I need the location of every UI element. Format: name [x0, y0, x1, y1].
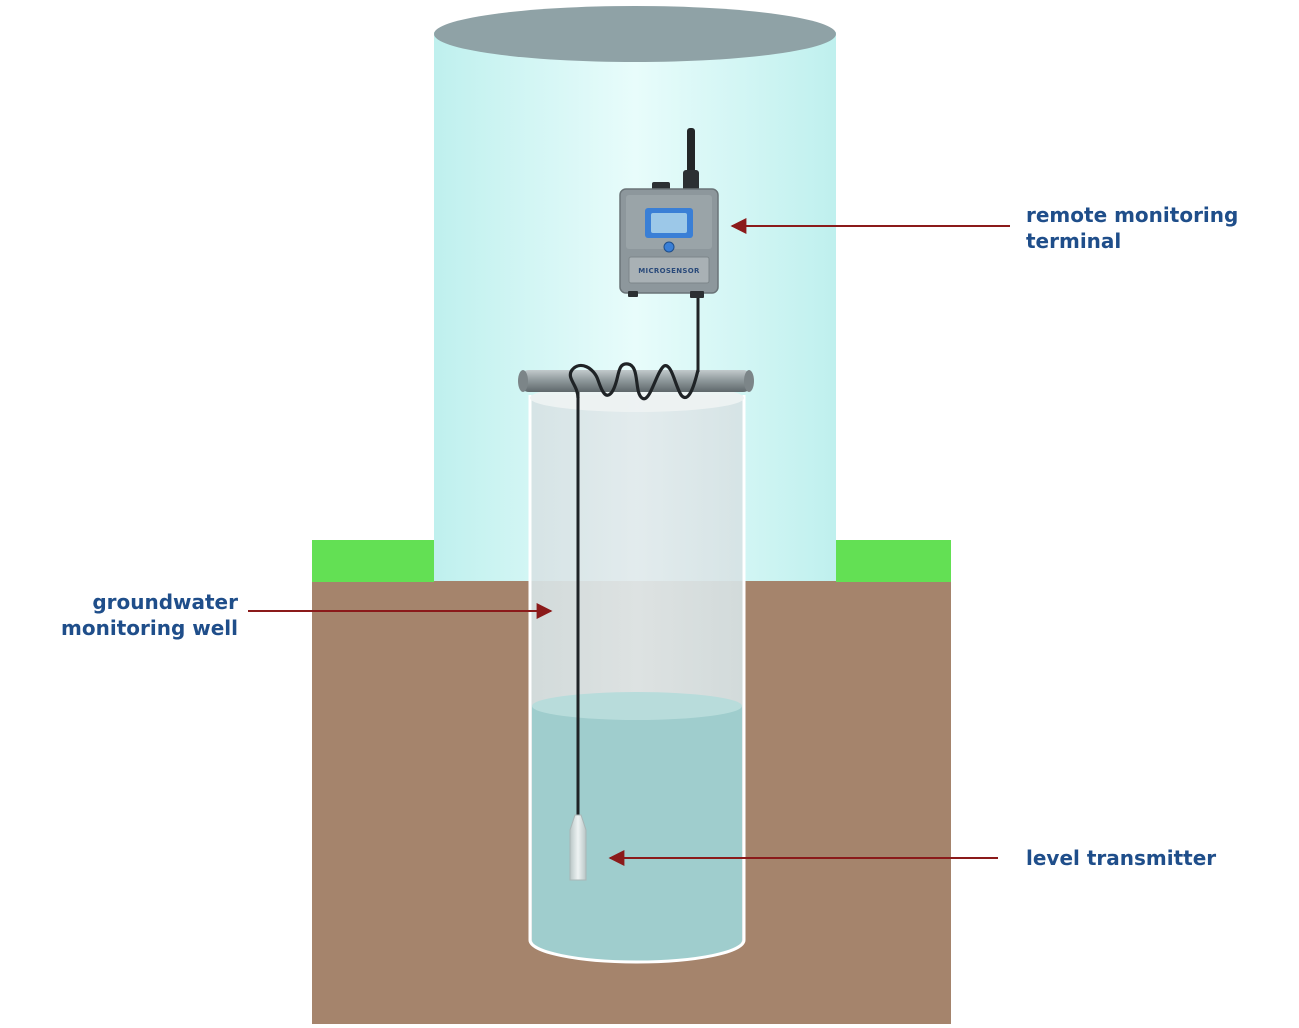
label-terminal-line-2: terminal	[1026, 229, 1122, 253]
label-well-line-2: monitoring well	[61, 616, 238, 640]
soil-right-edge	[744, 581, 764, 1024]
well-water	[532, 706, 742, 962]
label-well-line-1: groundwater	[92, 590, 238, 614]
terminal-brand: MICROSENSOR	[638, 267, 700, 275]
label-remote-monitoring-terminal: remote monitoring terminal	[1026, 202, 1238, 254]
grass-right	[836, 540, 951, 582]
remote-monitoring-terminal: MICROSENSOR	[619, 128, 719, 298]
well-bottom-rim	[528, 939, 746, 964]
light-cylinder-top	[434, 6, 836, 62]
label-level-transmitter: level transmitter	[1026, 845, 1216, 871]
label-groundwater-monitoring-well: groundwater monitoring well	[61, 589, 238, 641]
grass-left	[312, 540, 434, 582]
soil-left-edge	[512, 581, 530, 1024]
support-pipe-end-left	[518, 370, 528, 392]
terminal-button	[663, 241, 675, 253]
label-terminal-line-1: remote monitoring	[1026, 203, 1239, 227]
water-surface	[532, 692, 742, 720]
coiled-cable	[568, 362, 700, 401]
label-transmitter-line-1: level transmitter	[1026, 846, 1217, 870]
support-pipe-end-right	[744, 370, 754, 392]
level-transmitter-probe	[569, 814, 587, 881]
